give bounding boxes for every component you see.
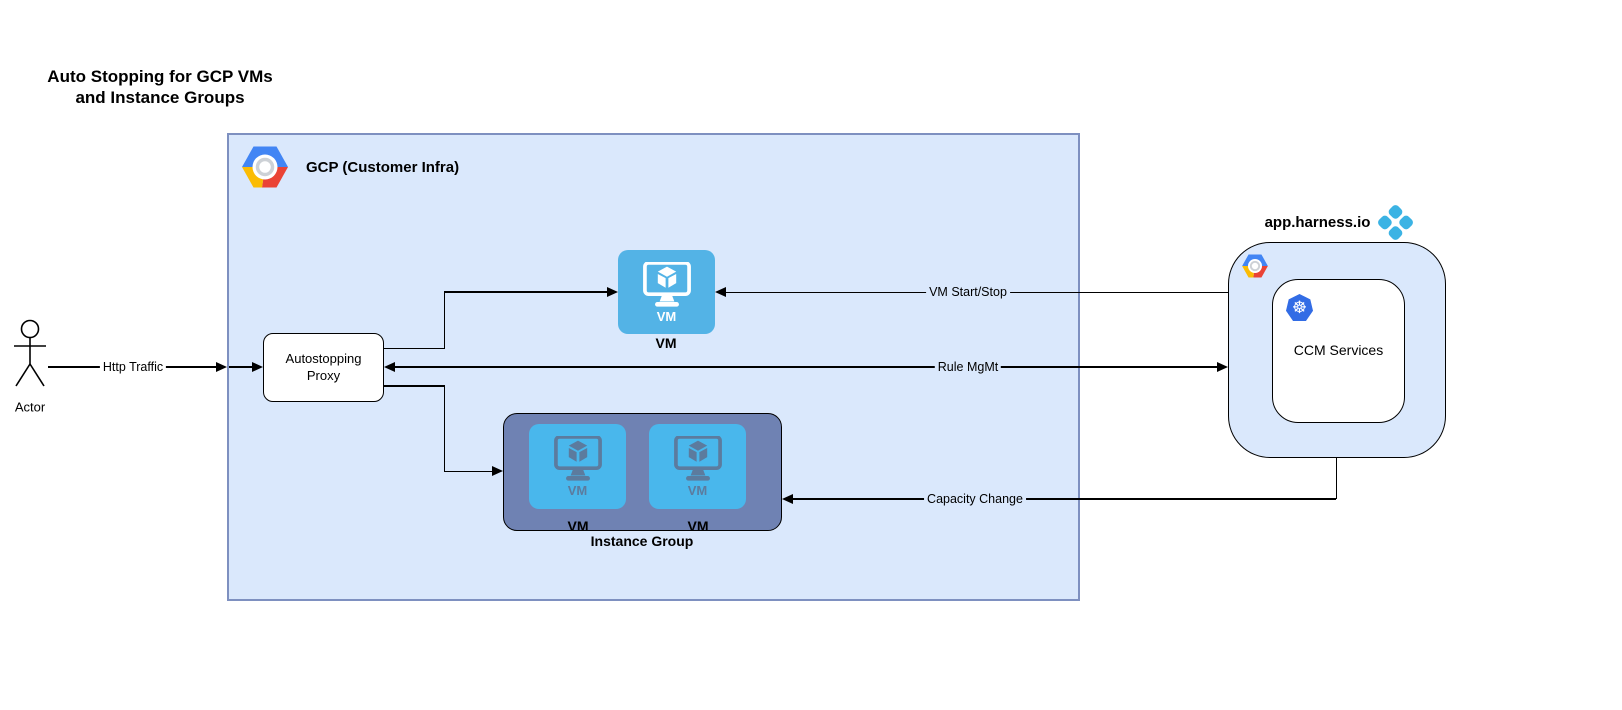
edge-box-to-proxy-arrowhead [252, 362, 263, 372]
actor-label: Actor [14, 399, 46, 415]
gcp-container-label: GCP (Customer Infra) [306, 158, 460, 176]
edge-vm-start-stop-label: VM Start/Stop [926, 285, 1010, 299]
edge-capacity-change-line [793, 498, 1336, 500]
edge-box-to-proxy-line [229, 366, 252, 368]
diagram-title-line2: and Instance Groups [75, 88, 245, 108]
vm-tile-text: VM [656, 308, 677, 324]
edge-rule-mgmt-arrowhead [384, 362, 395, 372]
diagram-title: Auto Stopping for GCP VMs and Instance G… [30, 66, 290, 109]
kubernetes-helm-icon: ☸ [1286, 294, 1313, 321]
edge-proxy-to-vm-arrowhead [607, 287, 618, 297]
harness-container: ☸ CCM Services [1228, 242, 1446, 458]
edge-proxy-to-vm-segment [444, 291, 607, 293]
edge-proxy-to-group-segment [443, 386, 445, 472]
diagram-title-line1: Auto Stopping for GCP VMs [47, 67, 273, 86]
edge-rule-mgmt-label: Rule MgMt [934, 360, 1002, 374]
harness-header: app.harness.io [1228, 202, 1446, 242]
actor-stick-figure-icon [14, 319, 46, 387]
edge-proxy-to-group-segment [444, 470, 492, 472]
instance-group-label: Instance Group [590, 533, 694, 549]
edge-capacity-change-label: Capacity Change [924, 492, 1026, 506]
edge-capacity-change-arrowhead [782, 494, 793, 504]
edge-rule-mgmt-line [395, 366, 1217, 368]
vm-node: VM [618, 250, 715, 334]
proxy-label-line1: Autostopping [285, 350, 362, 366]
edge-rule-mgmt-arrowhead [1217, 362, 1228, 372]
edge-vm-start-stop-arrowhead [715, 287, 726, 297]
ccm-services-node: ☸ CCM Services [1272, 279, 1405, 423]
vm-monitor-cube-icon [553, 436, 602, 482]
harness-logo-icon [1376, 202, 1416, 242]
vm-tile-text: VM [567, 483, 588, 498]
edge-http-traffic-label: Http Traffic [99, 360, 167, 374]
instance-group-vm-label: VM [567, 518, 589, 534]
gcp-container-header: GCP (Customer Infra) [238, 142, 459, 192]
autostopping-proxy-node: Autostopping Proxy [263, 333, 384, 402]
edge-proxy-to-vm-segment [384, 347, 445, 349]
edge-capacity-change-segment [1335, 458, 1337, 499]
gcp-logo-icon [240, 144, 290, 190]
edge-proxy-to-vm-segment [443, 291, 445, 349]
ccm-services-label: CCM Services [1293, 342, 1384, 358]
instance-group-vm-node: VM [529, 424, 626, 509]
edge-http-traffic-arrowhead [216, 362, 227, 372]
gcp-logo-icon [1241, 253, 1269, 279]
vm-monitor-cube-icon [673, 436, 722, 482]
edge-proxy-to-group-segment [384, 385, 445, 387]
instance-group-vm-label: VM [687, 518, 709, 534]
vm-monitor-cube-icon [642, 261, 691, 308]
instance-group-container: VM VM VM VM [503, 413, 782, 534]
vm-tile-text: VM [687, 483, 708, 498]
instance-group-vm-node: VM [649, 424, 746, 509]
edge-proxy-to-group-arrowhead [492, 466, 503, 476]
vm-node-label: VM [655, 335, 677, 351]
proxy-label-line2: Proxy [306, 367, 341, 383]
harness-domain-label: app.harness.io [1264, 213, 1371, 231]
